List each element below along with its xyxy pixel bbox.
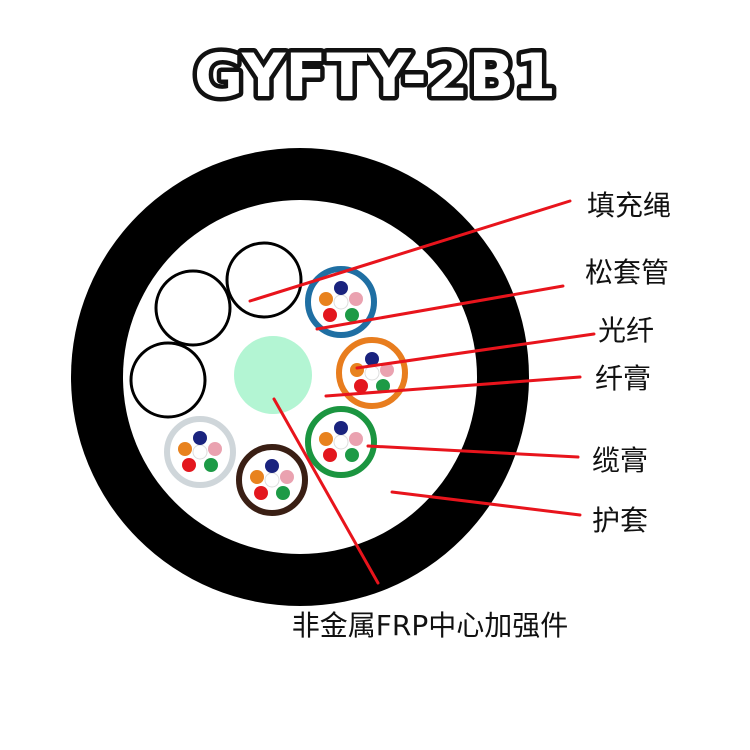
optical-fiber: [178, 442, 192, 456]
fiber-gel-core: [364, 365, 380, 381]
filler-rope: [154, 269, 232, 347]
filler-rope: [129, 341, 207, 419]
loose-tube: [336, 337, 408, 409]
optical-fiber: [276, 486, 290, 500]
fiber-gel-core: [264, 472, 280, 488]
fiber-gel-core: [192, 444, 208, 460]
optical-fiber: [250, 470, 264, 484]
optical-fiber: [204, 458, 218, 472]
optical-fiber: [323, 308, 337, 322]
optical-fiber: [323, 448, 337, 462]
optical-fiber: [380, 363, 394, 377]
optical-fiber: [376, 379, 390, 393]
frp-strength-member: [234, 336, 312, 414]
label-filler-rope: 填充绳: [587, 189, 671, 222]
filler-rope: [225, 241, 303, 319]
leader-fiber-gel: [324, 375, 582, 398]
leader-sheath: [390, 490, 582, 517]
optical-fiber: [365, 352, 379, 366]
optical-fiber: [334, 281, 348, 295]
optical-fiber: [208, 442, 222, 456]
label-fiber-gel: 纤膏: [595, 362, 651, 395]
loose-tube: [305, 406, 377, 478]
loose-tube: [236, 444, 308, 516]
label-frp: 非金属FRP中心加强件: [292, 609, 568, 642]
optical-fiber: [334, 421, 348, 435]
loose-tube: [305, 266, 377, 338]
optical-fiber: [349, 292, 363, 306]
label-sheath: 护套: [592, 504, 648, 537]
optical-fiber: [254, 486, 268, 500]
fiber-gel-core: [333, 434, 349, 450]
optical-fiber: [319, 292, 333, 306]
optical-fiber: [319, 432, 333, 446]
leader-frp: [272, 397, 380, 585]
optical-fiber: [265, 459, 279, 473]
label-fiber: 光纤: [598, 314, 654, 347]
leader-filler-rope: [248, 199, 572, 303]
fiber-gel-core: [333, 294, 349, 310]
optical-fiber: [182, 458, 196, 472]
loose-tube: [164, 416, 236, 488]
label-loose-tube: 松套管: [585, 256, 669, 289]
optical-fiber: [345, 308, 359, 322]
leader-cable-gel: [366, 444, 580, 459]
optical-fiber: [349, 432, 363, 446]
leader-fiber: [355, 332, 596, 370]
optical-fiber: [193, 431, 207, 445]
diagram-title: GYFTY-2B1: [194, 41, 556, 111]
optical-fiber: [280, 470, 294, 484]
optical-fiber: [350, 363, 364, 377]
optical-fiber: [354, 379, 368, 393]
leader-loose-tube: [315, 284, 565, 331]
optical-fiber: [345, 448, 359, 462]
label-cable-gel: 缆膏: [592, 444, 648, 477]
